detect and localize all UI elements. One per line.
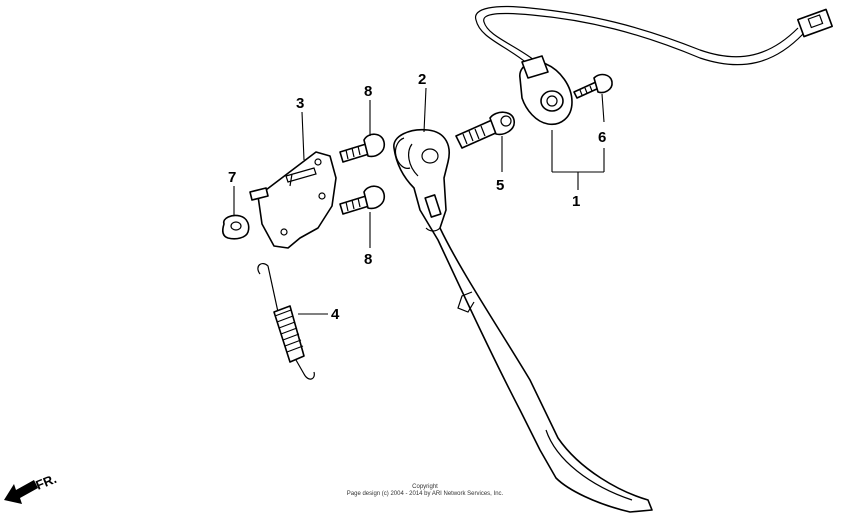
side-stand-switch[interactable] xyxy=(475,5,833,126)
callout-6: 6 xyxy=(598,129,606,146)
bolt-lower[interactable] xyxy=(339,185,386,215)
pivot-bolt[interactable] xyxy=(455,111,515,149)
side-stand[interactable] xyxy=(393,128,653,513)
nut[interactable] xyxy=(222,187,269,240)
front-arrow-icon xyxy=(4,480,38,504)
callout-2: 2 xyxy=(418,71,426,88)
switch-bolt[interactable] xyxy=(573,73,613,99)
callout-8-lower: 8 xyxy=(364,251,372,268)
callout-7: 7 xyxy=(228,169,236,186)
callouts: 1 2 3 4 5 6 7 8 8 xyxy=(228,71,606,323)
front-label: FR. xyxy=(34,471,59,493)
callout-5: 5 xyxy=(496,177,504,194)
front-direction-indicator: FR. xyxy=(4,471,59,504)
return-spring[interactable] xyxy=(257,262,315,380)
bolt-upper[interactable] xyxy=(339,133,386,163)
callout-4: 4 xyxy=(331,306,340,323)
callout-8-upper: 8 xyxy=(364,83,372,100)
bracket-plate[interactable] xyxy=(257,151,337,249)
copyright-notice: Page design (c) 2004 - 2014 by ARI Netwo… xyxy=(346,491,504,497)
copyright-heading: Copyright xyxy=(412,484,438,490)
leader-lines xyxy=(233,87,605,315)
callout-3: 3 xyxy=(296,95,304,112)
callout-1: 1 xyxy=(572,193,580,210)
